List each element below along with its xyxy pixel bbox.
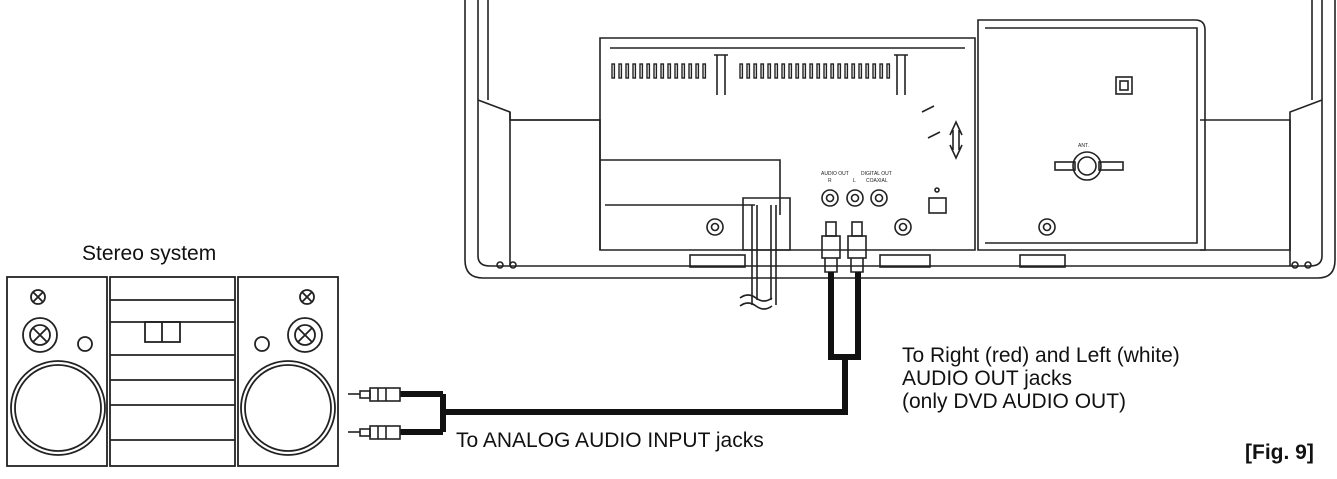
audio-out-callout-line2: AUDIO OUT jacks — [902, 367, 1072, 390]
rca-plug-icon — [348, 387, 401, 440]
figure-number: [Fig. 9] — [1245, 441, 1314, 464]
tv-rear-panel — [464, 0, 1336, 279]
left-speaker — [6, 276, 108, 467]
analog-input-callout: To ANALOG AUDIO INPUT jacks — [456, 429, 764, 452]
audio-out-jacks — [821, 189, 888, 207]
center-unit — [109, 276, 236, 467]
right-speaker — [237, 276, 339, 467]
left-channel-label: L — [853, 178, 856, 184]
right-channel-label: R — [828, 178, 832, 184]
stereo-system — [6, 276, 339, 467]
power-connector-icon — [1115, 76, 1133, 95]
audio-out-callout: To Right (red) and Left (white) AUDIO OU… — [902, 344, 1180, 413]
coaxial-label: COAXIAL — [866, 178, 888, 184]
antenna-label: ANT. — [1078, 143, 1089, 149]
audio-out-label: AUDIO OUT — [821, 171, 849, 177]
audio-out-callout-line1: To Right (red) and Left (white) — [902, 344, 1180, 367]
speaker-icon — [10, 289, 106, 456]
speaker-icon — [240, 289, 336, 456]
audio-out-callout-line3: (only DVD AUDIO OUT) — [902, 390, 1127, 413]
cable-clamp — [739, 197, 791, 310]
antenna-jack-icon — [1054, 151, 1124, 181]
digital-out-label: DIGITAL OUT — [861, 171, 892, 177]
stereo-system-label: Stereo system — [82, 242, 217, 265]
rca-plug-icon — [821, 221, 867, 273]
audio-cable — [400, 272, 861, 435]
